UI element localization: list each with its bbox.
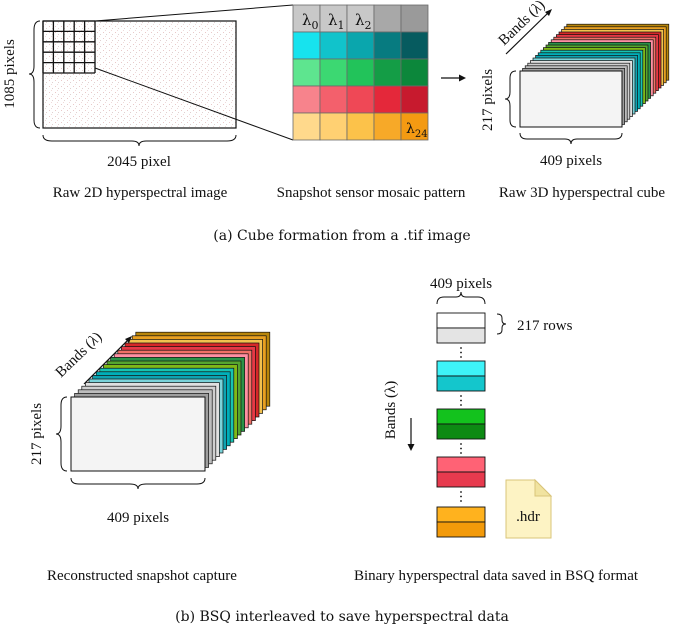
bsq-band-bottom [436,471,486,488]
cube-b-height-brace [55,396,68,472]
bsq-ellipsis-dot [460,351,462,354]
mosaic-band-label-2: λ2 [355,11,372,32]
bsq-ellipsis-dot [460,491,462,493]
bsq-layout: 409 pixels 217 rows Bands (λ) .hdr Binar… [354,276,639,584]
mosaic-cell [292,58,321,87]
mosaic-cell [346,112,375,141]
mosaic-cell [373,112,402,141]
raw-2d-image: 1085 pixels 2045 pixel Raw 2D hyperspect… [2,20,237,201]
cube-a-width-label: 409 pixels [540,153,602,169]
mosaic-pattern: λ0 λ1 λ2 λ24 Snapshot sensor mosaic patt… [277,4,466,201]
bsq-ellipsis-dot [460,395,462,397]
bsq-band-top [436,360,486,377]
cube-a-height-brace [504,70,517,128]
hdr-label: .hdr [516,509,540,525]
mosaic-cell [400,58,429,87]
mosaic-cell [346,85,375,114]
raw-width-brace [42,134,237,147]
cube-b-width-label: 409 pixels [107,510,169,526]
mosaic-band-label-0: λ0 [302,11,319,32]
bsq-ellipsis-dot [460,500,462,502]
bsq-rows-brace [496,313,507,335]
mosaic-cell [400,31,429,60]
bsq-band-bottom [436,521,486,538]
bsq-ellipsis-dot [460,447,462,450]
mosaic-cell [292,31,321,60]
cube-b-front-face [70,396,206,472]
mosaic-cell [346,58,375,87]
raw-width-label: 2045 pixel [107,154,171,170]
mosaic-cells [292,4,429,141]
bsq-bands [436,312,486,538]
bsq-ellipsis-dot [460,443,462,445]
cube-b-width-brace [70,477,206,490]
bsq-ellipsis-dot [460,404,462,406]
cube-a-caption: Raw 3D hyperspectral cube [499,185,666,201]
hdr-file-icon: .hdr [505,478,553,539]
bsq-band-bottom [436,423,486,440]
subcaption-b: (b) BSQ interleaved to save hyperspectra… [175,609,509,625]
bsq-width-label: 409 pixels [430,276,492,292]
bsq-width-brace [436,291,486,305]
bsq-ellipsis-dot [460,356,462,358]
cube-b-caption: Reconstructed snapshot capture [47,568,237,584]
bsq-bands-label: Bands (λ) [383,381,399,440]
mosaic-caption: Snapshot sensor mosaic pattern [277,185,466,201]
raw-3d-cube: Bands (λ) 217 pixels 409 pixels Raw 3D h… [480,0,670,201]
mosaic-cell [346,31,375,60]
mosaic-band-label-24: λ24 [406,121,428,140]
panel-b: Bands (λ) 217 pixels 409 pixels Reconstr… [29,276,639,625]
cube-a-width-brace [519,132,623,145]
bsq-band-top [436,312,486,329]
mosaic-cell [346,4,375,33]
cube-b-bands-arrow [83,338,130,385]
zoom-line-bottom [94,67,294,141]
mosaic-cell [319,31,348,60]
cube-a-bands-arrow [505,11,550,55]
mosaic-band-label-1: λ1 [328,11,345,32]
mosaic-cell [373,85,402,114]
bsq-band-top [436,408,486,425]
mosaic-cell [400,4,429,33]
bsq-ellipsis-dot [460,495,462,498]
cube-a-bands-label: Bands (λ) [496,0,549,49]
mosaic-cell [292,112,321,141]
mosaic-cell [373,31,402,60]
zoom-line-top [94,4,294,22]
reconstructed-cube: Bands (λ) 217 pixels 409 pixels Reconstr… [29,329,271,584]
mosaic-cell [319,58,348,87]
cube-a-height-label: 217 pixels [480,69,496,131]
cube-b-height-label: 217 pixels [29,403,45,465]
cube-a-front-face [519,70,623,128]
raw-image-grid [42,20,96,74]
raw-image-caption: Raw 2D hyperspectral image [53,185,228,201]
bsq-band-top [436,506,486,523]
bsq-band-bottom [436,375,486,392]
panel-a: 1085 pixels 2045 pixel Raw 2D hyperspect… [2,0,670,244]
bsq-ellipsis-dot [460,399,462,402]
raw-height-label: 1085 pixels [2,39,18,109]
mosaic-cell [292,85,321,114]
bsq-ellipsis-dot [460,347,462,349]
mosaic-cell [319,85,348,114]
bsq-ellipsis-dot [460,452,462,454]
mosaic-cell [319,112,348,141]
mosaic-cell [400,85,429,114]
raw-height-brace [28,20,41,129]
bsq-band-bottom [436,327,486,344]
arrow-to-cube [441,74,466,82]
raw-image-rect [42,20,237,129]
bsq-rows-label: 217 rows [517,318,573,334]
bsq-caption: Binary hyperspectral data saved in BSQ f… [354,568,639,584]
subcaption-a: (a) Cube formation from a .tif image [213,228,470,244]
bsq-band-top [436,456,486,473]
mosaic-cell [373,4,402,33]
mosaic-cell [373,58,402,87]
mosaic-cell [400,112,429,141]
